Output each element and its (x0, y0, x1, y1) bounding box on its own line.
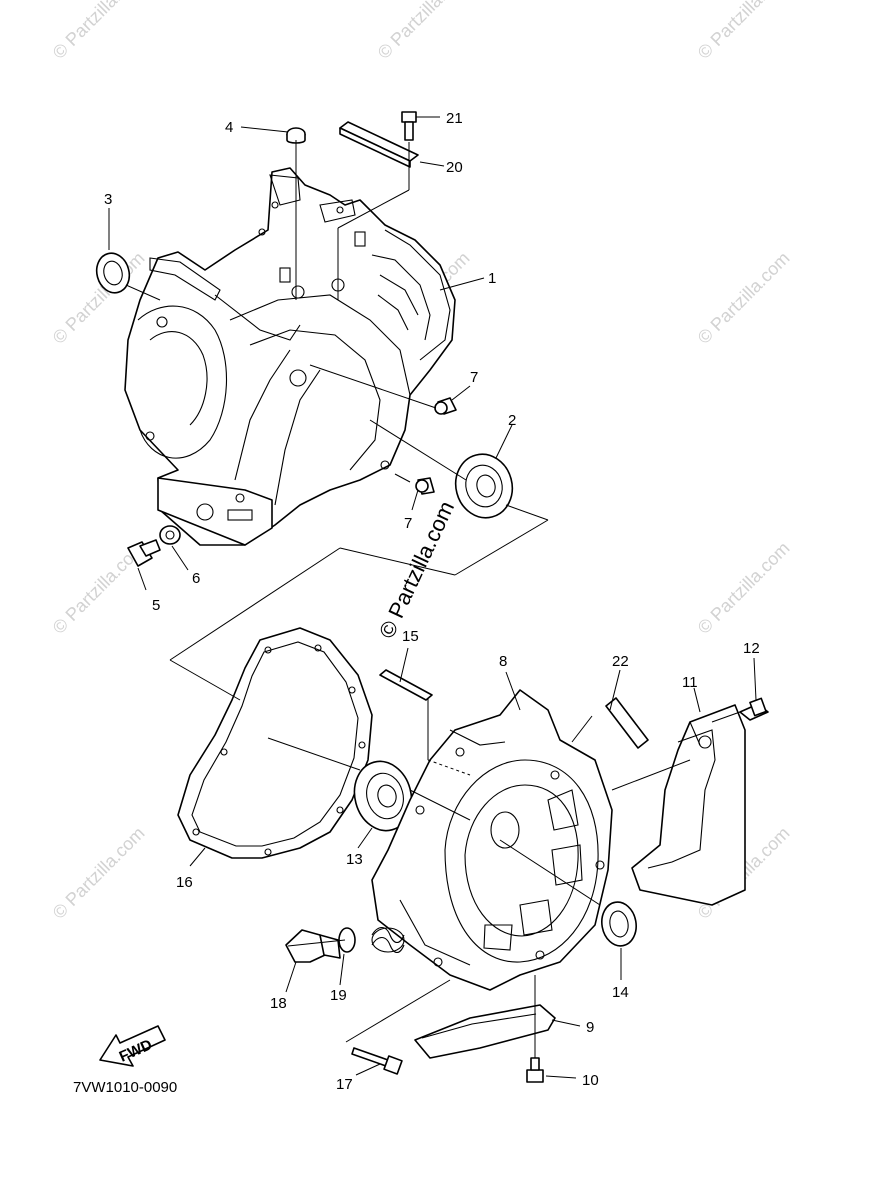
callout-6[interactable]: 6 (192, 570, 200, 587)
callout-12[interactable]: 12 (743, 640, 760, 657)
o-ring-part-19[interactable] (338, 927, 356, 953)
cover-part-11[interactable] (631, 704, 746, 906)
bearing-part-13[interactable] (347, 755, 419, 837)
callout-1[interactable]: 1 (488, 270, 496, 287)
callout-labels: 1 2 3 4 5 6 7 7 8 9 10 11 12 13 14 15 16… (104, 110, 760, 1093)
callout-8[interactable]: 8 (499, 653, 507, 670)
gasket-part-16[interactable] (177, 627, 373, 859)
callout-22[interactable]: 22 (612, 653, 629, 670)
bolt-part-12[interactable] (739, 697, 769, 721)
watermark: © Partzilla.com (694, 0, 794, 63)
oil-filler-cap-part-18[interactable] (285, 929, 341, 963)
dowel-pin-part-15[interactable] (379, 669, 433, 701)
oil-seal-part-3[interactable] (92, 250, 133, 297)
callout-15[interactable]: 15 (402, 628, 419, 645)
spring (371, 926, 405, 954)
callout-3[interactable]: 3 (104, 191, 112, 208)
plate-part-9[interactable] (414, 1004, 556, 1059)
dowel-pin-part-7-lower[interactable] (415, 477, 435, 495)
diagram-reference-code: 7VW1010-0090 (73, 1079, 177, 1096)
bearing-part-2[interactable] (449, 448, 520, 524)
fwd-badge: FWD (117, 1036, 155, 1065)
watermark: © Partzilla.com (374, 0, 474, 63)
watermark: © Partzilla.com (49, 0, 149, 63)
callout-7-upper[interactable]: 7 (470, 369, 478, 386)
crankcase-cover-part-8[interactable] (371, 689, 613, 991)
callout-20[interactable]: 20 (446, 159, 463, 176)
washer-part-6[interactable] (159, 525, 181, 545)
direction-indicator: FWD (99, 1025, 166, 1067)
callout-2[interactable]: 2 (508, 412, 516, 429)
callout-18[interactable]: 18 (270, 995, 287, 1012)
callout-14[interactable]: 14 (612, 984, 629, 1001)
bolt-part-10[interactable] (526, 1057, 544, 1083)
bolt-part-21[interactable] (401, 111, 417, 141)
bolt-part-17[interactable] (351, 1047, 403, 1075)
label-part-20[interactable] (339, 121, 419, 168)
callout-10[interactable]: 10 (582, 1072, 599, 1089)
callout-9[interactable]: 9 (586, 1019, 594, 1036)
crankcase-part-1[interactable] (124, 167, 456, 546)
dowel-pin-part-7-upper[interactable] (434, 397, 457, 415)
callout-4[interactable]: 4 (225, 119, 233, 136)
leader-lines (108, 116, 757, 1079)
callout-16[interactable]: 16 (176, 874, 193, 891)
callout-11[interactable]: 11 (682, 674, 698, 691)
watermark: © Partzilla.com (694, 248, 794, 348)
oil-seal-part-14[interactable] (598, 899, 639, 948)
drain-bolt-part-5[interactable] (127, 539, 161, 567)
callout-5[interactable]: 5 (152, 597, 160, 614)
callout-19[interactable]: 19 (330, 987, 347, 1004)
watermark: © Partzilla.com (694, 538, 794, 638)
callout-7-lower[interactable]: 7 (404, 515, 412, 532)
center-watermark: © Partzilla.com (374, 497, 459, 642)
callout-21[interactable]: 21 (446, 110, 463, 127)
callout-17[interactable]: 17 (336, 1076, 353, 1093)
watermark: © Partzilla.com (49, 823, 149, 923)
label-part-22[interactable] (605, 697, 649, 749)
callout-13[interactable]: 13 (346, 851, 363, 868)
